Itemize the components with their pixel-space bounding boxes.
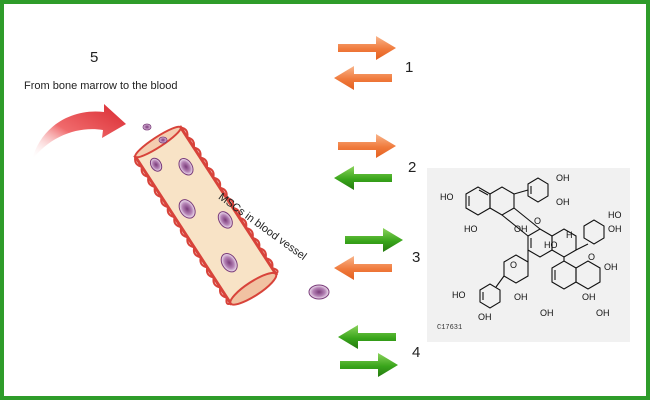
atom-label: H	[566, 230, 573, 240]
step-number-5: 5	[90, 49, 99, 66]
atom-label: OH	[514, 292, 528, 302]
atom-label: OH	[478, 312, 492, 322]
atom-label: OH	[596, 308, 610, 318]
step-number-3: 3	[412, 249, 421, 266]
cell	[158, 136, 168, 144]
atom-label: O	[510, 260, 517, 270]
atom-label: HO	[452, 290, 466, 300]
atom-label: OH	[608, 224, 622, 234]
bone-marrow-arrow	[32, 104, 126, 160]
atom-label: HO	[608, 210, 622, 220]
atom-label: O	[588, 252, 595, 262]
cell	[142, 123, 152, 131]
atom-label: OH	[540, 308, 554, 318]
atom-label: HO	[440, 192, 454, 202]
atom-label: OH	[556, 197, 570, 207]
step-number-4: 4	[412, 344, 421, 361]
atom-label: O	[534, 216, 541, 226]
step-number-1: 1	[405, 59, 414, 76]
atom-label: OH	[604, 262, 618, 272]
atom-label: OH	[556, 173, 570, 183]
step-number-2: 2	[408, 159, 417, 176]
atom-label: OH	[514, 224, 528, 234]
blood-vessel	[133, 125, 279, 306]
atom-label: HO	[464, 224, 478, 234]
cell	[308, 284, 330, 300]
compound-code: C17631	[437, 324, 463, 332]
atom-label: OH	[582, 292, 596, 302]
source-caption: From bone marrow to the blood	[24, 80, 178, 92]
atom-label: HO	[544, 240, 558, 250]
